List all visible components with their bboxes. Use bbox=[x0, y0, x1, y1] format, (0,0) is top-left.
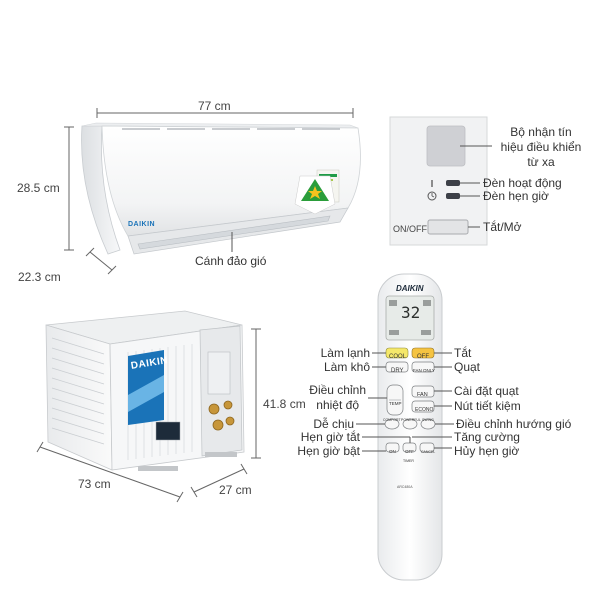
receiver-label: Bộ nhận tín hiệu điều khiển từ xa bbox=[491, 125, 591, 170]
label-off: Tắt bbox=[454, 346, 472, 360]
label-temp-line-1: Điều chỉnh bbox=[309, 383, 366, 397]
label-temp: Điều chỉnh nhiệt độ bbox=[309, 383, 366, 413]
label-dry: Làm khô bbox=[323, 360, 370, 374]
remote-cool-text: COOL bbox=[389, 354, 407, 360]
remote-fan-text: FAN bbox=[417, 392, 428, 398]
flap-label: Cánh đảo gió bbox=[195, 254, 267, 268]
remote-model-text: ARC480A bbox=[397, 485, 413, 489]
indoor-height-label: 28.5 cm bbox=[17, 181, 60, 195]
remote-comfort-text: COMFORT bbox=[383, 418, 401, 422]
label-swing: Điều chỉnh hướng gió bbox=[456, 417, 572, 431]
outdoor-height-dimension bbox=[251, 328, 261, 459]
remote-timer-text: TIMER bbox=[403, 459, 414, 463]
display-panel bbox=[389, 116, 492, 246]
remote-off-text: OFF bbox=[417, 354, 429, 360]
remote-temp-text: TEMP bbox=[389, 401, 402, 406]
receiver-label-line-2: hiệu điều khiển bbox=[500, 140, 582, 154]
remote-control bbox=[377, 273, 443, 581]
label-cool: Làm lạnh bbox=[320, 346, 370, 360]
energy-star-sticker-icon bbox=[294, 175, 336, 215]
receiver-label-line-1: Bộ nhận tín bbox=[510, 125, 572, 139]
onoff-button-text: ON/OFF bbox=[393, 224, 427, 234]
label-fan-only: Quạt bbox=[454, 360, 481, 374]
outdoor-width-label: 73 cm bbox=[78, 477, 111, 491]
remote-display-temp: 32 bbox=[401, 303, 421, 322]
remote-econo-text: ECONO bbox=[415, 407, 434, 413]
indoor-depth-dimension bbox=[85, 247, 117, 275]
indoor-width-label: 77 cm bbox=[198, 99, 231, 113]
receiver-label-line-3: từ xa bbox=[527, 155, 555, 169]
indoor-unit bbox=[81, 122, 361, 255]
label-temp-line-2: nhiệt độ bbox=[316, 398, 359, 412]
remote-cancel-text: CANCEL bbox=[421, 450, 436, 454]
indoor-width-dimension bbox=[96, 108, 354, 118]
label-comfort: Dễ chịu bbox=[313, 417, 354, 431]
remote-brand-logo: DAIKIN bbox=[396, 284, 424, 293]
outdoor-depth-label: 27 cm bbox=[219, 483, 252, 497]
label-fan: Cài đặt quạt bbox=[454, 384, 519, 398]
label-powerful: Tăng cường bbox=[454, 430, 520, 444]
label-cancel: Hủy hẹn giờ bbox=[454, 444, 520, 458]
indoor-height-dimension bbox=[64, 126, 74, 251]
label-econo: Nút tiết kiệm bbox=[454, 399, 521, 413]
onoff-label: Tắt/Mở bbox=[483, 220, 522, 234]
label-off-timer: Hẹn giờ tắt bbox=[300, 430, 360, 444]
remote-fan-only-text: FAN ONLY bbox=[413, 368, 435, 373]
timer-lamp-label: Đèn hẹn giờ bbox=[483, 189, 549, 203]
remote-swing-text: SWING bbox=[422, 418, 434, 422]
remote-on-text: ON bbox=[389, 449, 396, 454]
refrigerant-valve-icon bbox=[208, 400, 235, 431]
outdoor-height-label: 41.8 cm bbox=[263, 397, 306, 411]
indoor-brand-logo: DAIKIN bbox=[128, 221, 156, 228]
remote-powerful-text: POWERFUL bbox=[401, 418, 421, 422]
outdoor-unit bbox=[45, 310, 245, 471]
remote-leaders-right bbox=[412, 352, 454, 449]
outdoor-depth-dimension bbox=[190, 463, 248, 498]
remote-leaders-left bbox=[356, 352, 411, 452]
remote-dry-text: DRY bbox=[391, 368, 404, 374]
remote-off-timer-text: OFF bbox=[405, 449, 414, 454]
outdoor-width-dimension bbox=[36, 441, 184, 503]
indoor-depth-label: 22.3 cm bbox=[18, 270, 61, 284]
label-on-timer: Hẹn giờ bật bbox=[297, 444, 360, 458]
operation-lamp-label: Đèn hoạt động bbox=[483, 176, 562, 190]
